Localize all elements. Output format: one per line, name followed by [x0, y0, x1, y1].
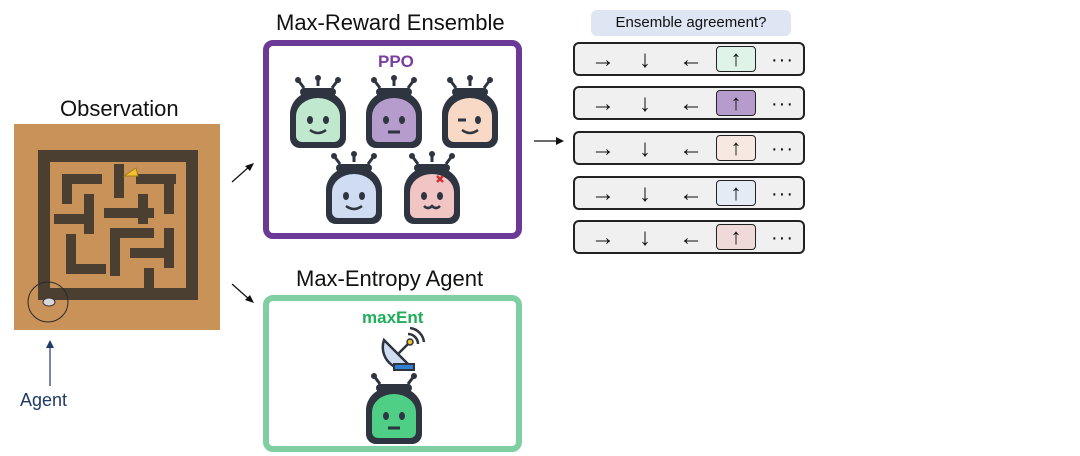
observation-title: Observation: [60, 96, 179, 121]
action-row: → ↓ ← ↑ ···: [573, 220, 805, 254]
down-arrow: ↓: [639, 135, 651, 162]
arrow-to-ensemble-icon: [231, 163, 254, 183]
more-actions-ellipsis: ···: [771, 138, 794, 160]
arrow-to-maxent-icon: [231, 283, 254, 303]
right-arrow: →: [591, 135, 615, 162]
up-arrow-highlight: ↑: [716, 180, 756, 206]
more-actions-ellipsis: ···: [771, 93, 794, 115]
more-actions-ellipsis: ···: [771, 49, 794, 71]
down-arrow: ↓: [639, 224, 651, 251]
left-arrow: ←: [679, 224, 703, 251]
action-row: → ↓ ← ↑ ···: [573, 131, 805, 165]
right-arrow: →: [591, 46, 615, 73]
robot-icon: [442, 75, 498, 148]
cheese-icon: [122, 167, 139, 177]
robot-icon: [404, 151, 460, 224]
agent-arrow-icon: [46, 340, 54, 386]
robot-icon: [366, 373, 422, 444]
robot-icon: [366, 75, 422, 148]
left-arrow: ←: [679, 46, 703, 73]
mouse-icon: [42, 297, 56, 307]
maxent-label: maxEnt: [362, 308, 424, 327]
agent-view-circle: [27, 281, 69, 323]
ppo-label: PPO: [378, 52, 414, 71]
action-row: → ↓ ← ↑ ···: [573, 42, 805, 76]
max-entropy-agent-title: Max-Entropy Agent: [296, 266, 484, 291]
action-row: → ↓ ← ↑ ···: [573, 86, 805, 120]
left-arrow: ←: [679, 90, 703, 117]
down-arrow: ↓: [639, 46, 651, 73]
up-arrow-highlight: ↑: [716, 135, 756, 161]
satellite-dish-icon: [381, 326, 426, 371]
left-arrow: ←: [679, 135, 703, 162]
down-arrow: ↓: [639, 90, 651, 117]
maze-observation: [14, 124, 220, 330]
max-entropy-agent-box: [263, 295, 522, 452]
down-arrow: ↓: [639, 180, 651, 207]
right-arrow: →: [591, 224, 615, 251]
more-actions-ellipsis: ···: [771, 183, 794, 205]
robot-icon: [290, 75, 346, 148]
robot-icon: [326, 151, 382, 224]
agent-label: Agent: [20, 390, 68, 410]
up-arrow-highlight: ↑: [716, 224, 756, 250]
ensemble-agreement-label: Ensemble agreement?: [591, 10, 791, 36]
max-reward-ensemble-title: Max-Reward Ensemble: [276, 10, 505, 35]
more-actions-ellipsis: ···: [771, 227, 794, 249]
right-arrow: →: [591, 180, 615, 207]
left-arrow: ←: [679, 180, 703, 207]
arrow-to-agreement-icon: [534, 137, 564, 145]
right-arrow: →: [591, 90, 615, 117]
maze-walls: [38, 150, 198, 300]
up-arrow-highlight: ↑: [716, 90, 756, 116]
action-row: → ↓ ← ↑ ···: [573, 176, 805, 210]
up-arrow-highlight: ↑: [716, 46, 756, 72]
